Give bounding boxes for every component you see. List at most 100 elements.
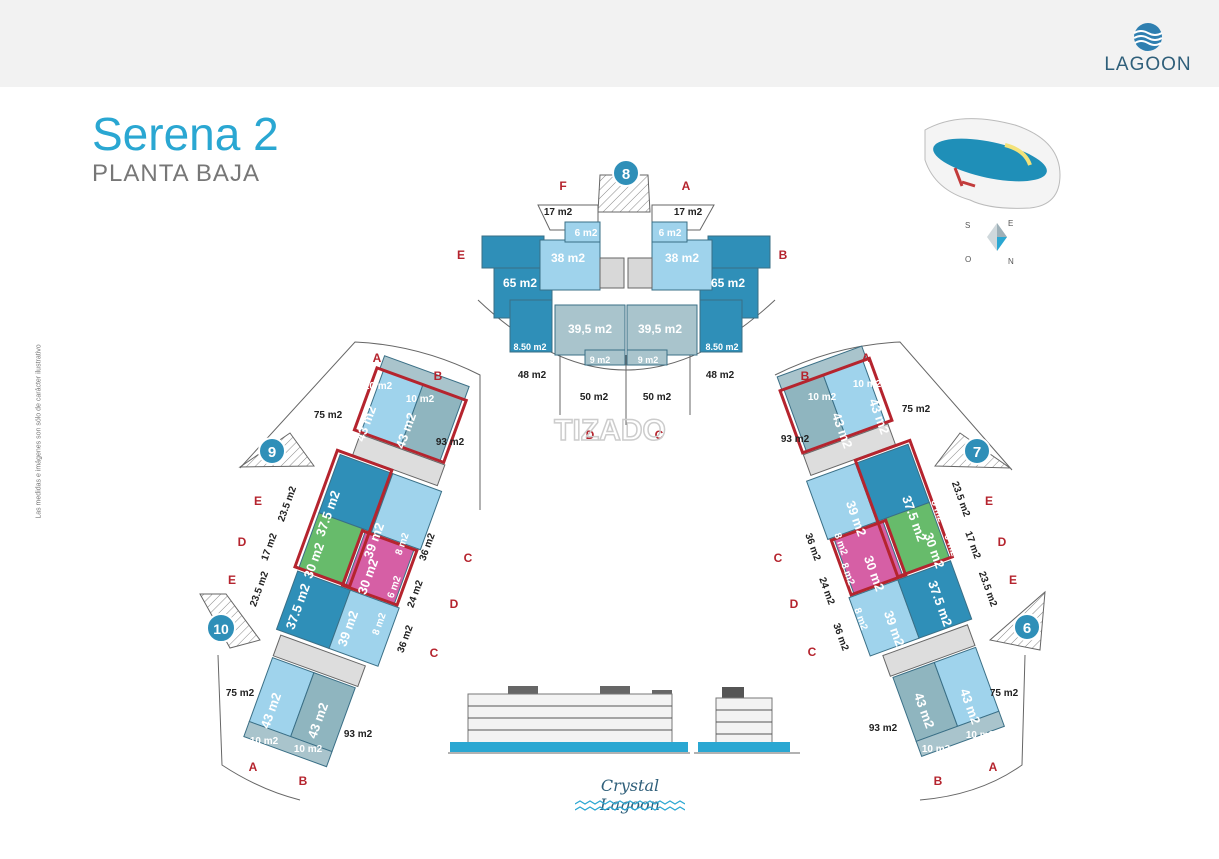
wave-icon xyxy=(1133,23,1163,51)
right-area-36b: 36 m2 xyxy=(830,622,850,653)
top-letter-a: A xyxy=(682,179,691,193)
compass-n: N xyxy=(1008,257,1014,266)
top-area-9-left: 9 m2 xyxy=(590,355,611,365)
building-number-9: 9 xyxy=(268,444,276,461)
building-number-7-badge xyxy=(963,437,991,465)
page-title: Serena 2 xyxy=(92,108,279,160)
right-letter-b-bot: B xyxy=(934,774,943,788)
left-area-75-bot: 75 m2 xyxy=(226,688,255,699)
location-map xyxy=(924,118,1061,209)
left-letter-d1: D xyxy=(238,535,247,549)
left-area-10a: 10 m2 xyxy=(364,381,393,392)
right-area-235b: 23.5 m2 xyxy=(976,570,999,609)
top-area-38-right: 38 m2 xyxy=(665,251,699,265)
top-area-17-left: 17 m2 xyxy=(544,207,573,218)
top-area-6-left: 6 m2 xyxy=(575,228,598,239)
compass: S E O N xyxy=(965,219,1014,266)
building-number-8-badge xyxy=(612,159,640,187)
right-area-10a: 10 m2 xyxy=(808,392,837,403)
left-area-235b: 23.5 m2 xyxy=(248,570,271,609)
header-bar xyxy=(0,0,1219,87)
top-area-850-right: 8.50 m2 xyxy=(705,342,738,352)
top-area-9-right: 9 m2 xyxy=(638,355,659,365)
building-number-8: 8 xyxy=(622,166,630,183)
right-letter-b-top: B xyxy=(801,369,810,383)
top-area-65-left: 65 m2 xyxy=(503,276,537,290)
left-letter-e2: E xyxy=(228,573,236,587)
right-letter-d1: D xyxy=(998,535,1007,549)
top-area-17-right: 17 m2 xyxy=(674,207,703,218)
left-block: 9 10 10 m2 10 m2 75 m2 43 m2 43 m2 93 m2… xyxy=(199,341,481,801)
compass-s: S xyxy=(965,221,970,230)
right-letter-c1: C xyxy=(774,551,783,565)
building-number-10-badge xyxy=(206,613,236,643)
building-elevation-side xyxy=(694,687,800,754)
top-area-38-left: 38 m2 xyxy=(551,251,585,265)
left-area-93-bot: 93 m2 xyxy=(344,729,373,740)
right-letter-e1: E xyxy=(985,494,993,508)
right-area-17: 17 m2 xyxy=(962,530,982,561)
top-letter-b: B xyxy=(779,248,788,262)
left-area-17: 17 m2 xyxy=(260,532,280,563)
top-letter-d: D xyxy=(586,428,595,442)
right-area-10c: 10 m2 xyxy=(922,744,951,755)
right-block: 7 6 10 m2 10 m2 75 m2 43 m2 43 m2 93 m2 … xyxy=(774,341,1046,801)
watermark: TIZADO xyxy=(554,414,666,447)
brand-name: LAGOON xyxy=(1104,54,1192,75)
right-letter-e2: E xyxy=(1009,573,1017,587)
right-area-75-bot: 75 m2 xyxy=(990,688,1019,699)
building-number-6-badge xyxy=(1013,613,1041,641)
right-area-10b: 10 m2 xyxy=(853,379,882,390)
right-letter-a-top: A xyxy=(862,351,871,365)
left-letter-a-bot: A xyxy=(249,760,258,774)
building-number-9-badge xyxy=(258,437,286,465)
right-letter-d2: D xyxy=(790,597,799,611)
left-area-10d: 10 m2 xyxy=(294,744,323,755)
left-letter-a-top: A xyxy=(373,351,382,365)
left-area-75-top: 75 m2 xyxy=(314,410,343,421)
left-letter-c1: C xyxy=(464,551,473,565)
right-area-75-top: 75 m2 xyxy=(902,404,931,415)
right-area-36a: 36 m2 xyxy=(802,532,822,563)
top-letter-c: C xyxy=(655,428,664,442)
lagoon-logo: LAGOON xyxy=(1100,20,1196,80)
right-area-10d: 10 m2 xyxy=(966,730,995,741)
top-area-39-left: 39,5 m2 xyxy=(568,322,612,336)
left-letter-c2: C xyxy=(430,646,439,660)
left-area-24: 24 m2 xyxy=(406,579,426,610)
right-area-24: 24 m2 xyxy=(816,576,836,607)
left-area-235a: 23.5 m2 xyxy=(276,485,299,524)
building-number-7: 7 xyxy=(973,444,981,461)
left-area-93-top: 93 m2 xyxy=(436,437,465,448)
top-area-48-right: 48 m2 xyxy=(706,370,735,381)
left-letter-b-top: B xyxy=(434,369,443,383)
top-block: 8 17 m2 17 m2 6 m2 6 m2 38 m2 38 m2 65 m… xyxy=(457,159,788,442)
top-area-50-left: 50 m2 xyxy=(580,392,609,403)
wave-icon xyxy=(575,800,685,811)
top-area-50-right: 50 m2 xyxy=(643,392,672,403)
top-area-6-right: 6 m2 xyxy=(659,228,682,239)
right-area-93-bot: 93 m2 xyxy=(869,723,898,734)
right-letter-a-bot: A xyxy=(989,760,998,774)
page-subtitle: PLANTA BAJA xyxy=(92,160,260,187)
top-letter-e: E xyxy=(457,248,465,262)
crystal-lagoon-label: Crystal Lagoon xyxy=(600,776,660,814)
left-area-10c: 10 m2 xyxy=(250,736,279,747)
compass-e: E xyxy=(1008,219,1013,228)
top-area-65-right: 65 m2 xyxy=(711,276,745,290)
right-letter-c2: C xyxy=(808,645,817,659)
building-elevation-front xyxy=(448,686,690,754)
left-area-36b: 36 m2 xyxy=(396,624,416,655)
top-area-850-left: 8.50 m2 xyxy=(513,342,546,352)
building-number-6: 6 xyxy=(1023,620,1031,637)
compass-o: O xyxy=(965,255,971,264)
right-area-235a: 23.5 m2 xyxy=(949,480,972,519)
top-letter-f: F xyxy=(559,179,566,193)
left-letter-d2: D xyxy=(450,597,459,611)
left-letter-b-bot: B xyxy=(299,774,308,788)
building-number-10: 10 xyxy=(213,621,229,637)
right-area-93-top: 93 m2 xyxy=(781,434,810,445)
left-area-10b: 10 m2 xyxy=(406,394,435,405)
top-area-48-left: 48 m2 xyxy=(518,370,547,381)
